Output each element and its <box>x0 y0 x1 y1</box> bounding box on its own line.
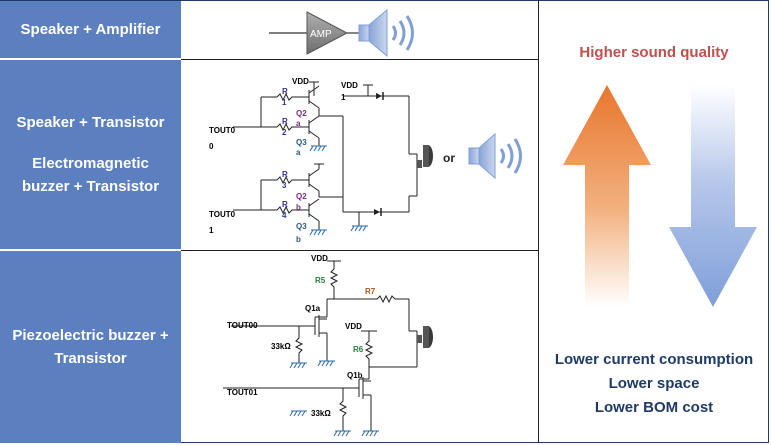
q2a-label: Q2 <box>296 109 307 118</box>
row-cell-transistor <box>181 60 539 251</box>
q3b-sub-label: b <box>296 235 301 244</box>
tout0-sub-label: 0 <box>209 142 214 151</box>
r6-label: R6 <box>353 345 364 354</box>
lower-current-label: Lower current consumption <box>554 351 754 368</box>
buzzer-icon <box>417 145 433 168</box>
q1a-label: Q1a <box>305 304 321 313</box>
r4-sub-label: 4 <box>282 211 287 220</box>
tout01-label: TOUT01 <box>227 388 258 397</box>
transistor-circuit-diagram: or VDD VDD 1 TOUT0 0 TOUT0 1 R 1 R 2 R 3… <box>209 77 522 244</box>
row-label-text: buzzer + Transistor <box>21 178 160 196</box>
row-label-piezo-transistor: Piezoelectric buzzer + Transistor <box>0 251 181 443</box>
row-cell-amplifier <box>181 0 539 60</box>
speaker-icon <box>358 8 414 58</box>
row-label-text: Transistor <box>54 350 127 367</box>
vdd-label: VDD <box>292 77 309 86</box>
r2-label: R <box>282 117 288 126</box>
r7-label: R7 <box>365 287 376 296</box>
speaker-icon <box>468 132 522 180</box>
tout00-label: TOUT00 <box>227 321 258 330</box>
comparison-arrows <box>563 85 757 307</box>
row-label-speaker-amplifier: Speaker + Amplifier <box>0 1 181 60</box>
r2-sub-label: 2 <box>282 128 287 137</box>
resistor-33k-label: 33kΩ <box>311 409 331 418</box>
vdd-label: VDD <box>345 322 362 331</box>
q2b-sub-label: b <box>296 203 301 212</box>
lower-bom-label: Lower BOM cost <box>594 399 714 416</box>
ground-icon <box>289 360 379 437</box>
resistor-33k-label: 33kΩ <box>271 342 291 351</box>
vdd-label: VDD <box>341 81 358 90</box>
r1-sub-label: 1 <box>282 98 287 107</box>
q3b-label: Q3 <box>296 222 307 231</box>
amp-label: AMP <box>310 29 332 40</box>
row-label-text: Speaker + Transistor <box>16 113 165 131</box>
vdd-label: VDD <box>311 254 328 263</box>
row-label-speaker-transistor: Speaker + Transistor Electromagnetic buz… <box>0 60 181 251</box>
up-arrow-icon <box>563 85 651 307</box>
buzzer-icon <box>417 326 433 348</box>
higher-sound-quality-label: Higher sound quality <box>579 44 729 61</box>
row-label-text: Electromagnetic <box>32 154 149 172</box>
q2b-label: Q2 <box>296 192 307 201</box>
lower-space-label: Lower space <box>608 375 700 392</box>
r3-label: R <box>282 170 288 179</box>
r4-label: R <box>282 200 288 209</box>
amplifier-diagram: AMP <box>269 8 414 58</box>
down-arrow-icon <box>669 85 757 307</box>
tout1-label: TOUT0 <box>209 210 236 219</box>
q2a-sub-label: a <box>296 119 301 128</box>
diode-icon <box>374 92 384 216</box>
ground-icon <box>309 145 368 236</box>
or-text: or <box>443 151 455 165</box>
r3-sub-label: 3 <box>282 181 287 190</box>
row-label-text: Piezoelectric buzzer + <box>12 326 169 344</box>
tout1-sub-label: 1 <box>209 226 214 235</box>
tout0-label: TOUT0 <box>209 126 236 135</box>
q3a-sub-label: a <box>296 148 301 157</box>
comparison-panel: Higher sound quality Lower current consu… <box>539 0 769 443</box>
q3a-label: Q3 <box>296 138 307 147</box>
column-divider <box>538 0 539 443</box>
row-label-text: Speaker + Amplifier <box>20 20 161 38</box>
r1-label: R <box>282 87 288 96</box>
amplifier-icon <box>306 11 349 55</box>
piezo-circuit-diagram: VDD R5 R7 Q1a TOUT00 33kΩ VDD R6 Q1b TOU… <box>223 254 433 437</box>
vdd-sub-label: 1 <box>341 93 346 102</box>
r5-label: R5 <box>315 276 326 285</box>
q1b-label: Q1b <box>347 371 363 380</box>
